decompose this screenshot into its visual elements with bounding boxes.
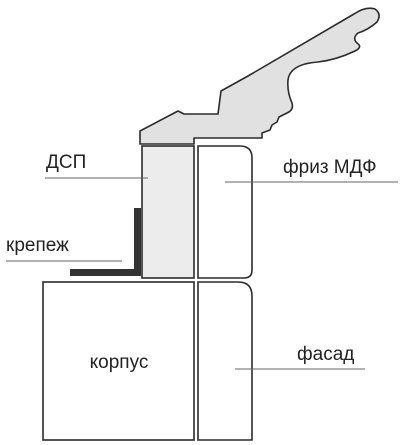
mdf-frieze	[197, 145, 253, 279]
cabinet-body	[42, 281, 195, 441]
fastener-bracket	[70, 208, 141, 276]
label-dsp: ДСП	[46, 152, 86, 173]
door-facade	[197, 281, 253, 441]
label-fasad: фасад	[297, 344, 354, 365]
label-friz: фриз МДФ	[283, 157, 377, 178]
label-krepezh: крепеж	[6, 235, 69, 256]
chipboard-panel	[141, 145, 195, 279]
label-korpus: корпус	[90, 352, 149, 373]
crown-moulding	[139, 7, 380, 145]
